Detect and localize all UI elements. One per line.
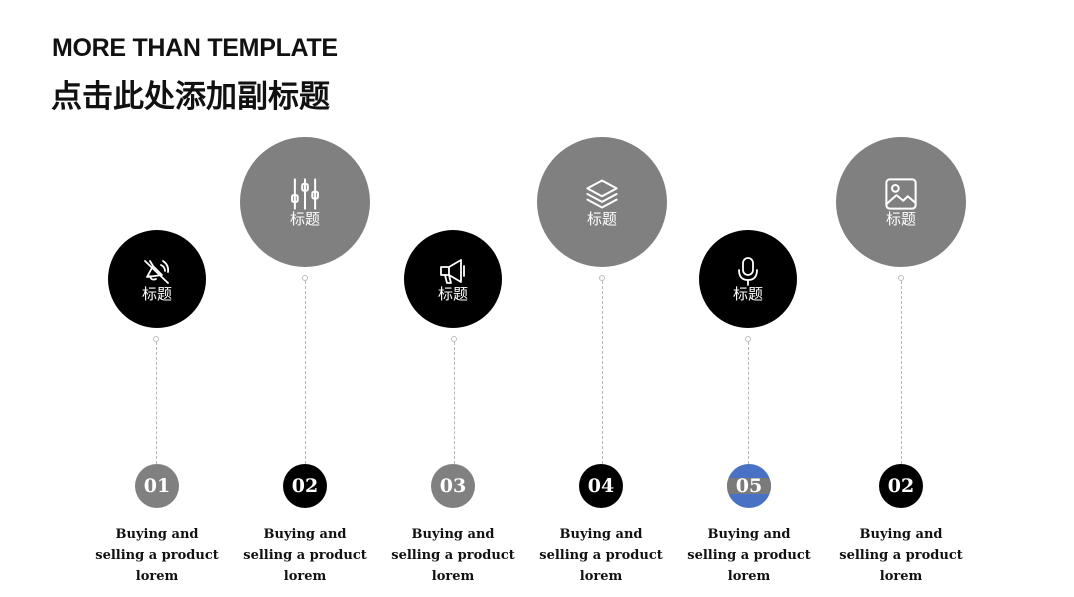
layers-icon [586, 179, 618, 209]
step-number-6: 02 [879, 464, 923, 508]
step-label-3: 标题 [437, 285, 468, 303]
step-label-1: 标题 [141, 285, 172, 303]
connector-dot-5 [745, 336, 751, 342]
number-highlight-bar [727, 478, 771, 494]
step-number-5: 05 [727, 464, 771, 508]
step-text-2: Buying and selling a product lorem [243, 527, 367, 584]
step-text-1: Buying and selling a product lorem [95, 527, 219, 584]
step-circle-3: 标题 [404, 230, 502, 328]
page-subtitle: 点击此处添加副标题 [51, 79, 330, 115]
connector-dot-1 [153, 336, 159, 342]
step-text-4: Buying and selling a product lorem [539, 527, 663, 584]
step-text-5: Buying and selling a product lorem [687, 527, 811, 584]
microphone-icon [738, 257, 758, 286]
connector-dot-6 [898, 275, 904, 281]
step-circle-1: 标题 [108, 230, 206, 328]
connector-line-6 [901, 281, 902, 464]
step-circle-4: 标题 [537, 137, 667, 267]
connector-line-5 [748, 342, 749, 464]
step-number-4: 04 [579, 464, 623, 508]
page-title: MORE THAN TEMPLATE [52, 34, 338, 62]
step-circle-6: 标题 [836, 137, 966, 267]
step-label-2: 标题 [289, 210, 320, 228]
image-icon [885, 178, 917, 210]
connector-dot-4 [599, 275, 605, 281]
connector-line-3 [454, 342, 455, 464]
connector-line-1 [156, 342, 157, 464]
step-number-1: 01 [135, 464, 179, 508]
step-text-6: Buying and selling a product lorem [839, 527, 963, 584]
connector-line-4 [602, 281, 603, 464]
step-circle-5: 标题 [699, 230, 797, 328]
connector-dot-2 [302, 275, 308, 281]
equalizer-sliders-icon [291, 178, 319, 210]
step-label-6: 标题 [885, 210, 916, 228]
step-number-2: 02 [283, 464, 327, 508]
mute-speaker-icon [144, 260, 170, 284]
connector-line-2 [305, 281, 306, 464]
connector-dot-3 [451, 336, 457, 342]
megaphone-icon [440, 259, 465, 284]
step-label-5: 标题 [732, 285, 763, 303]
step-circle-2: 标题 [240, 137, 370, 267]
step-text-3: Buying and selling a product lorem [391, 527, 515, 584]
step-number-3: 03 [431, 464, 475, 508]
step-label-4: 标题 [586, 210, 617, 228]
